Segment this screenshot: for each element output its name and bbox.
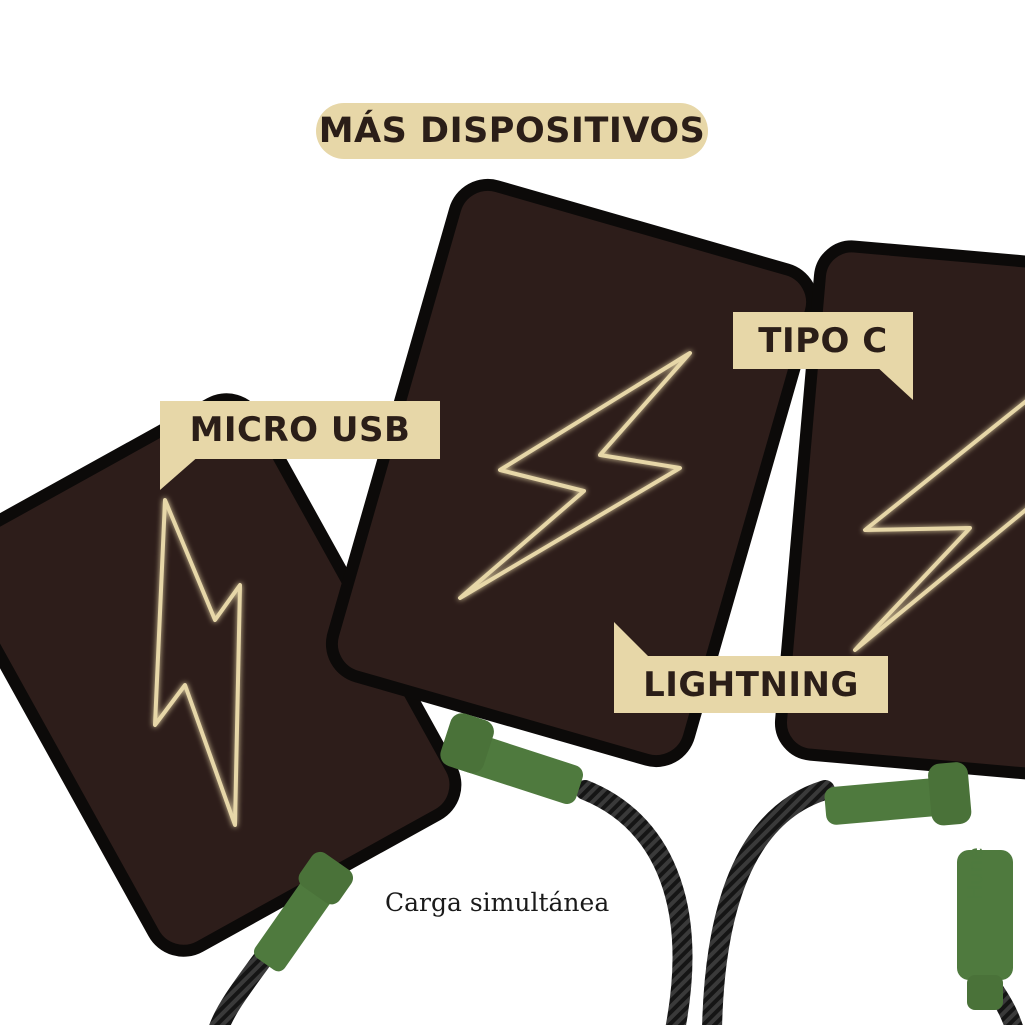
tag-lightning: LIGHTNING [643,664,859,705]
tag-tipo-c: TIPO C [758,320,888,361]
caption: Carga simultánea [385,888,610,917]
lightning-bolt-icon [458,351,692,600]
headline: MÁS DISPOSITIVOS [318,111,706,151]
cable-right [702,780,835,1025]
cable-middle [575,780,693,1025]
tag-micro-usb: MICRO USB [189,410,411,450]
brand-mark: Hune [963,847,987,900]
cable-left [209,950,272,1025]
usb-connector-icon [253,851,354,972]
tag-tipo-c-bg [733,312,913,400]
lightning-bolt-icon [853,399,1025,652]
usb-connector-icon [440,713,584,804]
usb-connector-icon [824,762,972,826]
tag-lightning-bg [614,622,888,713]
tag-micro-usb-bg [160,401,440,490]
title-pill-bg [316,103,708,159]
lightning-bolt-icon [153,498,242,827]
usb-connector-icon [957,850,1013,1010]
